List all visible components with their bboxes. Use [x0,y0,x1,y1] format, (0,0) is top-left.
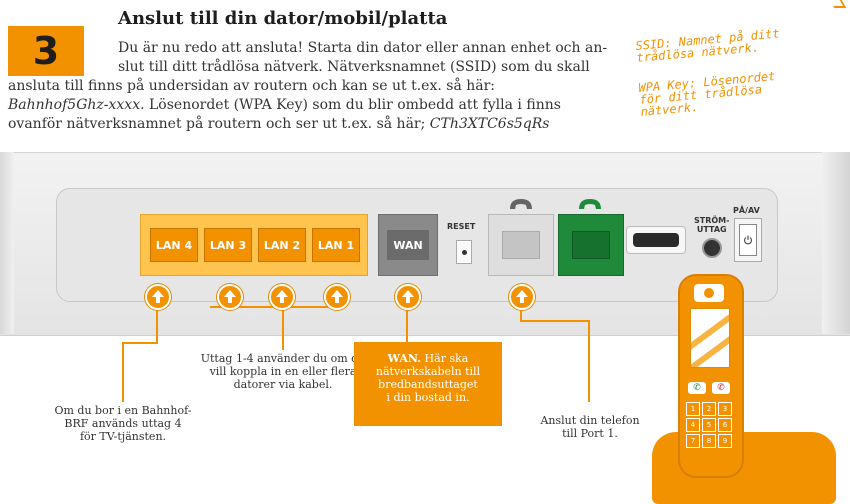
leader-tv-horizontal [122,342,158,344]
power-socket-label: STRÖM- UTTAG [694,216,729,234]
phone-screen [690,308,730,368]
caption-tv-line-2: BRF används uttag 4 [64,417,182,430]
intro-line-2: slut till ditt trådlösa nätverk. Nätverk… [118,59,590,75]
wan-socket: WAN [387,230,429,260]
leader-phone-horizontal [520,320,590,322]
phone-key: 1 [686,402,700,416]
lan-port-3: LAN 3 [204,228,252,262]
up-arrow-icon-lan1 [324,284,350,310]
up-arrow-icon-wan [395,284,421,310]
reset-hole [461,249,467,255]
leader-tv-vertical [122,342,124,402]
up-arrow-icon-lan2 [269,284,295,310]
phone-hangup-icon: ✆ [712,382,730,394]
intro-line-4-rest: Lösenordet (WPA Key) som du blir ombedd … [144,97,561,113]
phone-port-1 [558,214,624,276]
phone-key: 9 [718,434,732,448]
caption-wan-line-2: nätverkskabeln till [375,365,481,378]
intro-line-3: ansluta till finns på undersidan av rout… [8,78,496,94]
lan-port-1: LAN 1 [312,228,360,262]
ssid-example: Bahnhof5Ghz-xxxx. [8,97,145,113]
up-arrow-icon-lan4 [145,284,171,310]
caption-tv: Om du bor i en Bahnhof- BRF används utta… [46,404,200,443]
password-example: CTh3XTC6s5qRs [429,116,550,132]
caption-lan-line-3: datorer via kabel. [233,378,333,391]
step-number-badge: 3 [8,26,84,76]
intro-line-5: ovanför nätverksnamnet på routern och se… [8,115,549,134]
phone-key: 6 [718,418,732,432]
power-switch-label: PÅ/AV [733,206,760,215]
phone-key: 7 [686,434,700,448]
step-heading: Anslut till din dator/mobil/platta [118,8,448,29]
router-right-edge [822,152,850,334]
caption-wan-bold: WAN. [387,352,422,365]
leader-lan-group [282,306,284,350]
caption-wan-line-1-rest: Här ska [421,352,469,365]
intro-line-4: Bahnhof5Ghz-xxxx. Lösenordet (WPA Key) s… [8,96,561,115]
power-socket [702,238,722,258]
leader-phone-down [588,320,590,402]
leader-wan [406,306,408,342]
lan-port-1-label: LAN 1 [317,238,355,252]
phone-port-2-socket [502,231,540,259]
phone-call-icon: ✆ [688,382,706,394]
caption-phone-line-1: Anslut din telefon [540,414,640,427]
usb-socket [633,233,679,247]
lan-port-2-label: LAN 2 [263,238,301,252]
caption-phone-line-2: till Port 1. [562,427,618,440]
reset-button [456,240,472,264]
corner-mark [829,0,847,8]
phone-icon-port-1 [577,196,603,210]
power-switch [734,218,762,262]
leader-phone-top [520,306,522,322]
ssid-note: SSID: Namnet på ditt trådlösa nätverk. [635,26,781,64]
usb-port [626,226,686,254]
lan-port-3-label: LAN 3 [209,238,247,252]
caption-wan-line-3: bredbandsuttaget [378,378,478,391]
caption-lan-line-1: Uttag 1-4 använder du om du [200,352,366,365]
phone-icon-port-2 [508,196,534,210]
phone-earpiece [694,284,724,302]
power-icon [739,224,757,256]
caption-tv-line-3: för TV-tjänsten. [79,430,167,443]
caption-lan: Uttag 1-4 använder du om du vill koppla … [190,352,376,391]
lan-port-4: LAN 4 [150,228,198,262]
caption-lan-line-2: vill koppla in en eller flera [209,365,357,378]
caption-wan-box: WAN. Här ska nätverkskabeln till bredban… [354,342,502,426]
phone-key: 5 [702,418,716,432]
up-arrow-icon-phone [509,284,535,310]
caption-wan-line-4: i din bostad in. [386,391,470,404]
lan-port-2: LAN 2 [258,228,306,262]
router-left-edge [0,152,14,334]
wan-port: WAN [378,214,438,276]
phone-keypad: 1 2 3 4 5 6 7 8 9 [686,402,732,448]
lan-port-4-label: LAN 4 [155,238,193,252]
power-socket-label-1: STRÖM- [694,216,730,225]
power-socket-label-2: UTTAG [696,225,727,234]
up-arrow-icon-lan3 [217,284,243,310]
wan-port-label: WAN [393,238,423,252]
phone-port-2 [488,214,554,276]
phone-key: 2 [702,402,716,416]
phone-key: 3 [718,402,732,416]
phone-key: 4 [686,418,700,432]
phone-key: 8 [702,434,716,448]
intro-line-5-start: ovanför nätverksnamnet på routern och se… [8,116,430,132]
phone-port-1-socket [572,231,610,259]
caption-phone: Anslut din telefon till Port 1. [520,414,660,440]
intro-line-1: Du är nu redo att ansluta! Starta din da… [118,40,608,56]
wpa-note: WPA Key: Lösenordet för ditt trådlösa nä… [638,69,778,119]
reset-label: RESET [447,222,476,231]
phone-earpiece-dot [704,288,714,298]
leader-lan4 [156,306,158,344]
caption-wan-line-1: WAN. Här ska [354,352,502,365]
caption-tv-line-1: Om du bor i en Bahnhof- [54,404,192,417]
